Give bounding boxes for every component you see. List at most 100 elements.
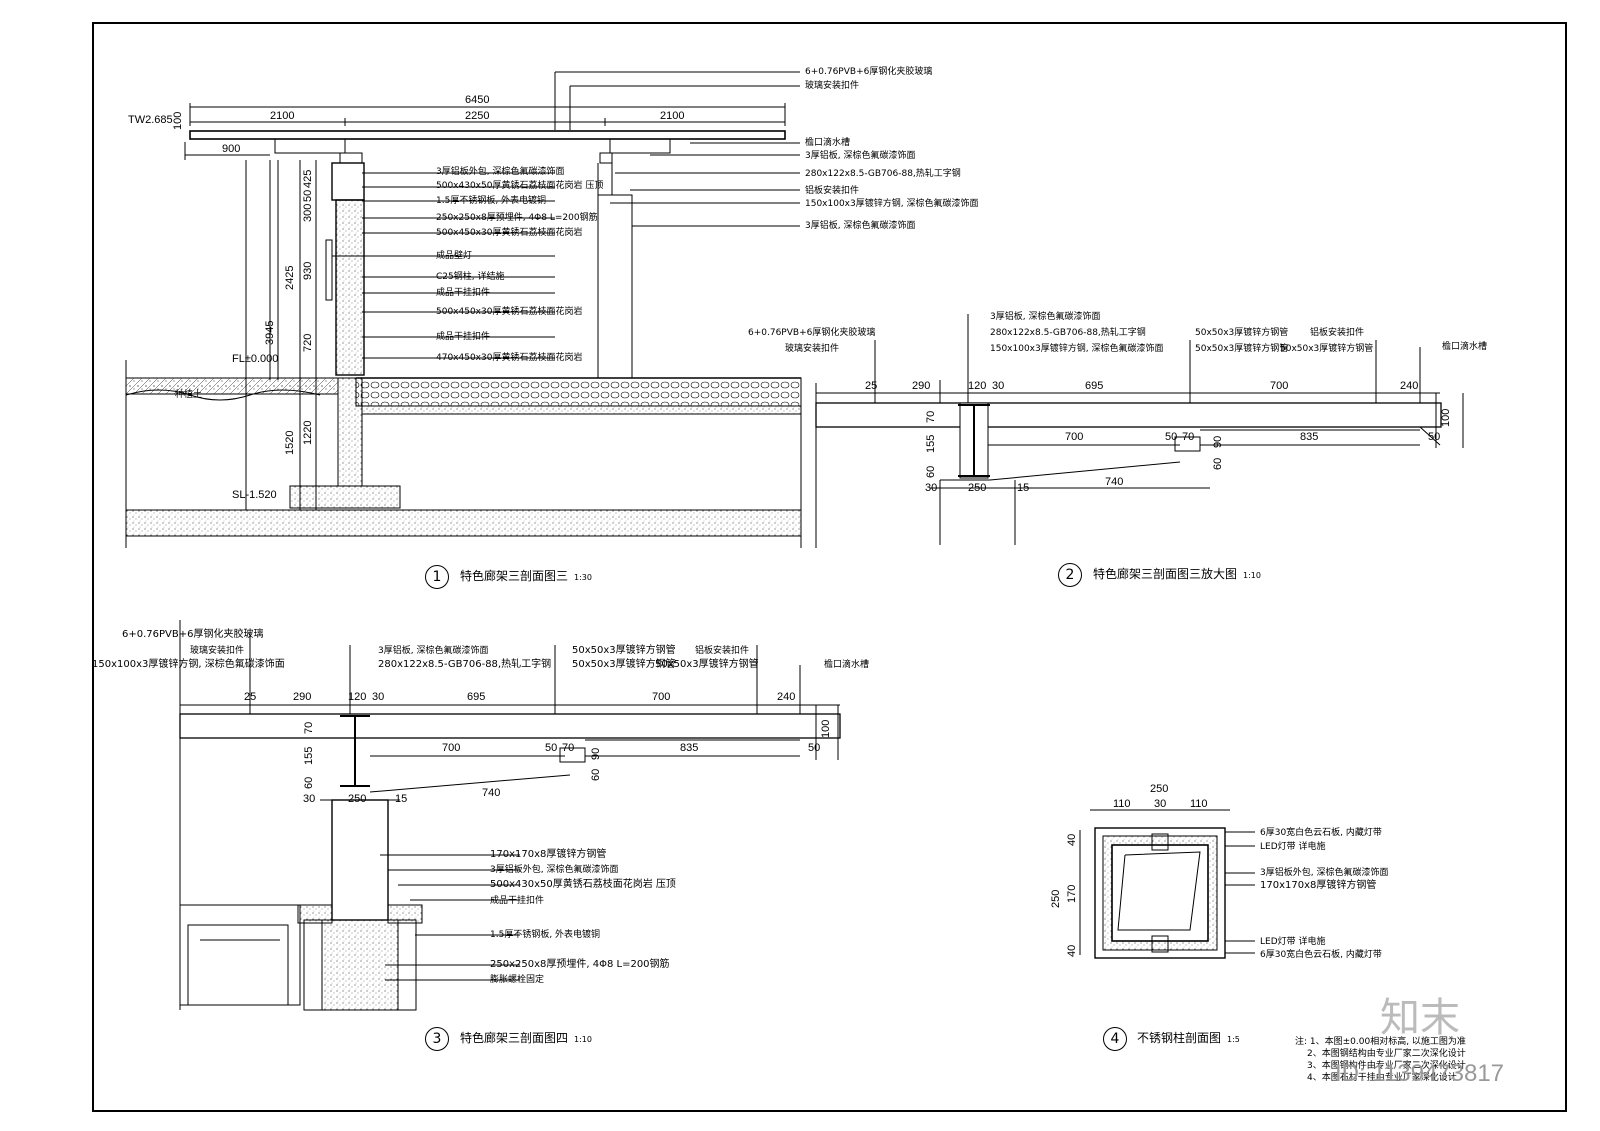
d1-callout-col-7: C25钢柱, 详结施 bbox=[436, 272, 505, 282]
d1-callout-col-3: 1.5厚不锈钢板, 外表电镀铜 bbox=[436, 196, 547, 206]
d1-callout-col-4: 250x250x8厚预埋件, 4Φ8 L=200钢筋 bbox=[436, 213, 598, 223]
d1-callout-col-1: 3厚铝板外包, 深棕色氟碳漆饰面 bbox=[436, 167, 565, 177]
d2-vdim-155: 155 bbox=[925, 434, 937, 453]
d1-callout-col-6: 成品壁灯 bbox=[436, 251, 473, 261]
d3-dim-695: 695 bbox=[467, 691, 486, 703]
d1-callout-col-8: 成品干挂扣件 bbox=[436, 288, 491, 298]
d3-bot-740: 740 bbox=[482, 787, 501, 799]
d3-callout-r2-1: 铝板安装扣件 bbox=[695, 646, 750, 656]
d1-soil-label: 种植土 bbox=[175, 390, 203, 400]
d3-dim-700: 700 bbox=[652, 691, 671, 703]
d1-vdim-3945: 3945 bbox=[264, 320, 276, 345]
d3-bot-15: 15 bbox=[395, 793, 408, 805]
d1-dim-left: 900 bbox=[222, 143, 241, 155]
d4-vdim-40b: 40 bbox=[1066, 944, 1078, 957]
notes-line-3: 3、本图钢构件由专业厂家二次深化设计 bbox=[1307, 1061, 1466, 1071]
d1-callout-col-5: 500x450x30厚黄锈石荔枝面花岗岩 bbox=[436, 228, 583, 238]
d1-callout-top-2: 玻璃安装扣件 bbox=[805, 81, 860, 91]
d2-vdim-90: 90 bbox=[1212, 435, 1224, 448]
d2-callout-mid-1: 3厚铝板, 深棕色氟碳漆饰面 bbox=[990, 312, 1101, 322]
d3-dim-120: 120 bbox=[348, 691, 367, 703]
d2-bot-250: 250 bbox=[968, 482, 987, 494]
d4-dim-110a: 110 bbox=[1113, 798, 1131, 810]
d3-mid-50: 50 bbox=[545, 742, 558, 754]
d3-vdim-60b: 60 bbox=[590, 768, 602, 781]
d2-vdim-70: 70 bbox=[925, 410, 937, 423]
d1-vdim-300: 300 bbox=[302, 203, 314, 222]
d1-callout-col-10: 成品干挂扣件 bbox=[436, 332, 491, 342]
d3-callout-end: 檐口滴水槽 bbox=[824, 660, 870, 670]
d2-mid-835: 835 bbox=[1300, 431, 1319, 443]
d3-bot-30: 30 bbox=[303, 793, 316, 805]
section-3-geometry bbox=[179, 620, 841, 1011]
watermark-brand: 知末 bbox=[1380, 995, 1460, 1041]
d1-vdim-50: 50 bbox=[302, 189, 314, 202]
d3-mid-70: 70 bbox=[562, 742, 575, 754]
d2-dim-25: 25 bbox=[865, 380, 878, 392]
d3-dim-30: 30 bbox=[372, 691, 385, 703]
d1-callout-top-6: 铝板安装扣件 bbox=[805, 186, 860, 196]
d3-dim-290: 290 bbox=[293, 691, 312, 703]
d2-callout-left-1: 6+0.76PVB+6厚钢化夹胶玻璃 bbox=[748, 328, 876, 338]
d3-callout-left-3: 150x100x3厚镀锌方钢, 深棕色氟碳漆饰面 bbox=[92, 659, 285, 670]
d1-level-sl: SL-1.520 bbox=[232, 489, 277, 501]
d2-mid-700: 700 bbox=[1065, 431, 1084, 443]
d2-bot-740: 740 bbox=[1105, 476, 1124, 488]
d2-callout-r1-1: 50x50x3厚镀锌方钢管 bbox=[1195, 328, 1289, 338]
d1-dim-a: 2100 bbox=[270, 110, 295, 122]
d4-dim-250: 250 bbox=[1150, 783, 1169, 795]
watermark-id: ID: 1139473817 bbox=[1335, 1060, 1505, 1087]
section-1-geometry bbox=[125, 71, 802, 548]
d1-callout-top-1: 6+0.76PVB+6厚钢化夹胶玻璃 bbox=[805, 67, 933, 77]
d3-vdim-70: 70 bbox=[303, 721, 315, 734]
d3-callout-r2-2: 50x50x3厚镀锌方钢管 bbox=[655, 659, 759, 670]
d1-vdim-720: 720 bbox=[302, 333, 314, 352]
d2-bot-15: 15 bbox=[1017, 482, 1030, 494]
d3-callout-col-3: 500x430x50厚黄锈石荔枝面花岗岩 压顶 bbox=[490, 879, 676, 890]
d2-mid-50: 50 bbox=[1165, 431, 1178, 443]
d3-callout-mid-1: 3厚铝板, 深棕色氟碳漆饰面 bbox=[378, 646, 489, 656]
d2-vdim-60b: 60 bbox=[1212, 457, 1224, 470]
d1-level-tw: TW2.685 bbox=[128, 114, 173, 126]
d2-callout-end: 檐口滴水槽 bbox=[1442, 342, 1488, 352]
d2-dim-120: 120 bbox=[968, 380, 987, 392]
d3-callout-left-1: 6+0.76PVB+6厚钢化夹胶玻璃 bbox=[122, 629, 264, 640]
d2-callout-mid-2: 280x122x8.5-GB706-88,热轧工字钢 bbox=[990, 328, 1146, 338]
d1-callout-col-2: 500x430x50厚黄锈石荔枝面花岗岩 压顶 bbox=[436, 181, 604, 191]
d2-mid-50b: 50 bbox=[1428, 431, 1441, 443]
d1-dim-total: 6450 bbox=[465, 94, 490, 106]
d1-number: 1 bbox=[425, 565, 449, 589]
d4-callout-1: 6厚30宽白色云石板, 内藏灯带 bbox=[1260, 828, 1382, 838]
d1-callout-top-5: 280x122x8.5-GB706-88,热轧工字钢 bbox=[805, 169, 961, 179]
d3-mid-835: 835 bbox=[680, 742, 699, 754]
d2-dim-290: 290 bbox=[912, 380, 931, 392]
d3-callout-col-6: 250x250x8厚预埋件, 4Φ8 L=200钢筋 bbox=[490, 959, 670, 970]
notes-line-2: 2、本图钢结构由专业厂家二次深化设计 bbox=[1307, 1049, 1466, 1059]
d4-vdim-170: 170 bbox=[1066, 884, 1078, 903]
d1-callout-top-3: 檐口滴水槽 bbox=[805, 138, 851, 148]
d3-callout-col-7: 膨胀螺栓固定 bbox=[490, 975, 545, 985]
d2-bot-30: 30 bbox=[925, 482, 938, 494]
d4-number: 4 bbox=[1103, 1027, 1127, 1051]
d4-callout-4: 170x170x8厚镀锌方钢管 bbox=[1260, 880, 1377, 891]
section-4-geometry bbox=[1079, 809, 1255, 959]
d2-mid-70: 70 bbox=[1182, 431, 1195, 443]
d3-dim-25: 25 bbox=[244, 691, 257, 703]
d2-vdim-100: 100 bbox=[1440, 408, 1452, 427]
d3-mid-50b: 50 bbox=[808, 742, 821, 754]
d3-vdim-60: 60 bbox=[303, 776, 315, 789]
d4-callout-5: LED灯带 详电施 bbox=[1260, 937, 1326, 947]
d3-number: 3 bbox=[425, 1027, 449, 1051]
d1-vdim-425: 425 bbox=[302, 169, 314, 188]
d2-dim-30: 30 bbox=[992, 380, 1005, 392]
d2-dim-240: 240 bbox=[1400, 380, 1419, 392]
d3-callout-r1-2: 50x50x3厚镀锌方钢管 bbox=[572, 659, 676, 670]
d1-level-fl: FL±0.000 bbox=[232, 353, 279, 365]
d3-callout-col-4: 成品干挂扣件 bbox=[490, 896, 545, 906]
d4-vdim-250: 250 bbox=[1050, 889, 1062, 908]
d3-callout-col-1: 170x170x8厚镀锌方钢管 bbox=[490, 849, 607, 860]
d1-dim-b: 2250 bbox=[465, 110, 490, 122]
d2-callout-left-2: 玻璃安装扣件 bbox=[785, 344, 840, 354]
